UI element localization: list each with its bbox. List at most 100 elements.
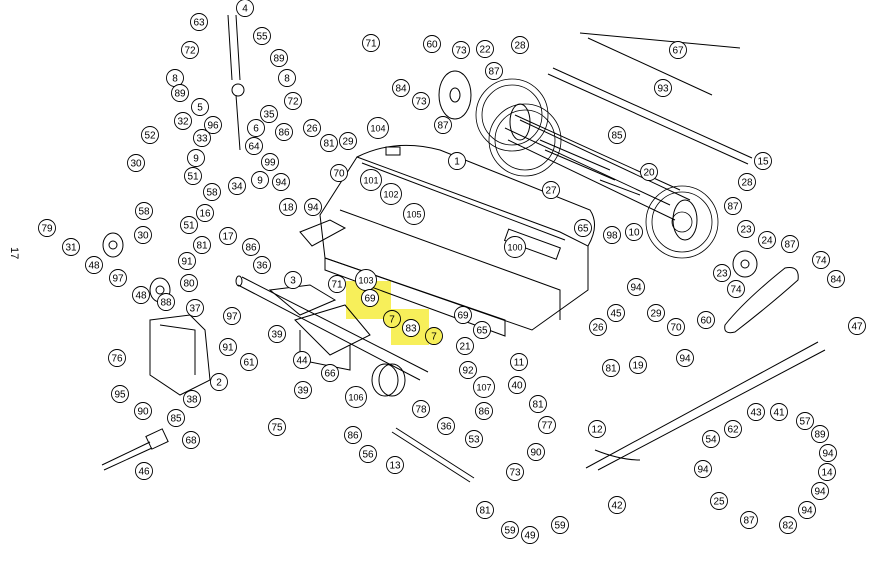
callout-95: 95 (111, 385, 129, 403)
callout-label: 41 (773, 408, 785, 419)
callout-57: 57 (796, 412, 814, 430)
callout-bubble (818, 463, 836, 481)
callout-106: 106 (345, 386, 367, 408)
callout-label: 89 (174, 89, 186, 100)
callout-bubble (134, 402, 152, 420)
callout-label: 94 (307, 203, 319, 214)
callout-label: 81 (479, 506, 491, 517)
callout-label: 81 (605, 364, 617, 375)
callout-bubble (812, 251, 830, 269)
callout-71: 71 (328, 275, 346, 293)
callout-94: 94 (811, 482, 829, 500)
callout-bubble (811, 482, 829, 500)
callout-label: 71 (331, 280, 343, 291)
callout-87: 87 (781, 235, 799, 253)
callout-bubble (527, 443, 545, 461)
callout-bubble (328, 275, 346, 293)
callout-bubble (278, 69, 296, 87)
callout-label: 94 (697, 465, 709, 476)
callout-label: 65 (476, 326, 488, 337)
callout-35: 35 (260, 105, 278, 123)
callout-label: 48 (135, 291, 147, 302)
callout-label: 72 (184, 46, 196, 57)
callout-label: 80 (183, 279, 195, 290)
callout-99: 99 (261, 153, 279, 171)
callout-bubble (473, 321, 491, 339)
callout-bubble (184, 167, 202, 185)
callout-label: 68 (185, 436, 197, 447)
callout-bubble (669, 41, 687, 59)
callout-94: 94 (304, 198, 322, 216)
callout-74: 74 (812, 251, 830, 269)
callout-bubble (412, 400, 430, 418)
callout-label: 94 (822, 449, 834, 460)
callout-bubble (196, 204, 214, 222)
wheel-drawing (371, 363, 406, 397)
callout-bubble (186, 299, 204, 317)
callout-label: 53 (468, 435, 480, 446)
callout-label: 4 (242, 4, 248, 15)
callout-bubble (504, 236, 526, 258)
callout-label: 106 (348, 393, 363, 403)
callout-bubble (219, 338, 237, 356)
callout-label: 39 (297, 386, 309, 397)
callout-bubble (465, 430, 483, 448)
callout-label: 104 (370, 124, 385, 134)
callout-label: 107 (476, 383, 491, 393)
callout-label: 85 (170, 414, 182, 425)
callout-94: 94 (272, 173, 290, 191)
callout-label: 62 (727, 425, 739, 436)
callout-bubble (538, 416, 556, 434)
callout-label: 87 (488, 67, 500, 78)
callout-60: 60 (423, 35, 441, 53)
callout-label: 102 (383, 190, 398, 200)
callout-bubble (603, 226, 621, 244)
callout-label: 97 (112, 274, 124, 285)
callout-bubble (240, 353, 258, 371)
callout-label: 32 (177, 117, 189, 128)
callout-label: 31 (65, 243, 77, 254)
callout-label: 70 (670, 323, 682, 334)
callout-bubble (796, 412, 814, 430)
callout-73: 73 (452, 41, 470, 59)
callout-88: 88 (157, 293, 175, 311)
callout-bubble (476, 501, 494, 519)
callout-bubble (781, 235, 799, 253)
callout-72: 72 (181, 41, 199, 59)
callout-48: 48 (132, 286, 150, 304)
callout-bubble (253, 256, 271, 274)
callout-bubble (724, 197, 742, 215)
callout-28: 28 (511, 36, 529, 54)
callout-bubble (521, 526, 539, 544)
callout-label: 75 (271, 423, 283, 434)
callout-label: 49 (524, 531, 536, 542)
callout-80: 80 (180, 274, 198, 292)
callout-label: 11 (514, 358, 525, 369)
callout-13: 13 (386, 456, 404, 474)
callout-bubble (608, 126, 626, 144)
callout-bubble (108, 349, 126, 367)
callout-label: 94 (814, 487, 826, 498)
callout-bubble (392, 79, 410, 97)
callout-label: 34 (231, 182, 243, 193)
callout-bubble (321, 364, 339, 382)
part-drawings (101, 14, 826, 483)
callout-label: 84 (395, 84, 407, 95)
callout-bubble (710, 492, 728, 510)
callout-bubble (456, 337, 474, 355)
callout-23: 23 (737, 220, 755, 238)
callout-label: 26 (306, 124, 318, 135)
hopper-housing-drawing (299, 144, 595, 337)
callout-40: 40 (508, 376, 526, 394)
callout-20: 20 (640, 163, 658, 181)
callout-32: 32 (174, 112, 192, 130)
callout-bubble (236, 0, 254, 17)
callout-label: 9 (257, 176, 263, 187)
callout-bubble (383, 310, 401, 328)
callout-60: 60 (697, 311, 715, 329)
callout-bubble (647, 304, 665, 322)
callout-17: 17 (219, 227, 237, 245)
callout-label: 91 (181, 257, 193, 268)
callout-94: 94 (798, 501, 816, 519)
